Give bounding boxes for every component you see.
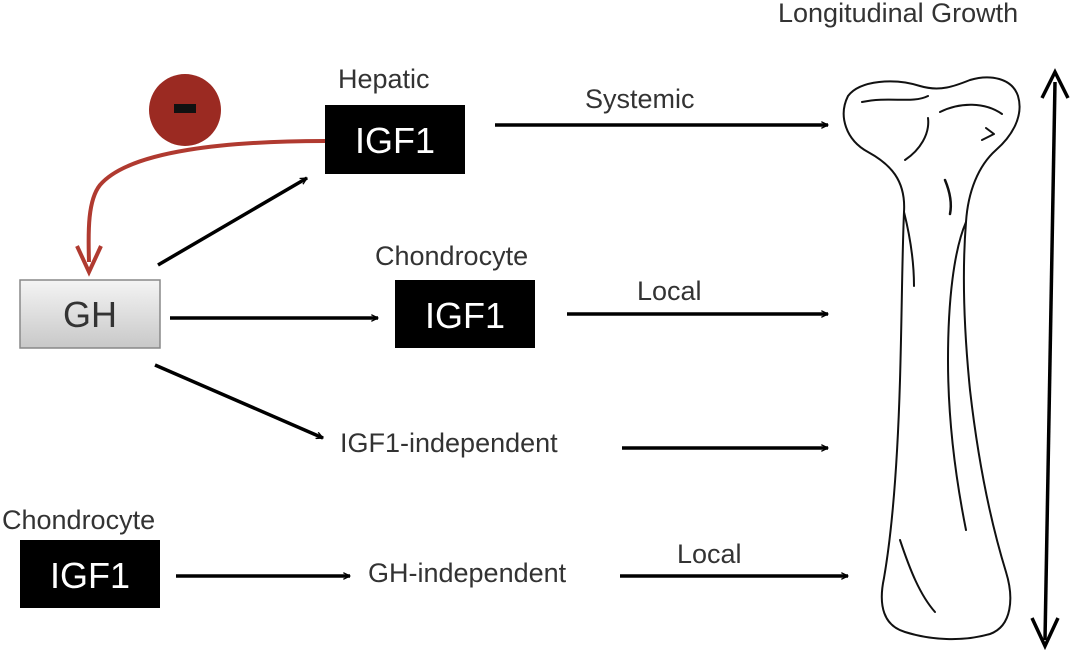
gh-text: GH bbox=[63, 294, 117, 335]
gh-box bbox=[19, 279, 161, 349]
igf1-chondrocyte-text: IGF1 bbox=[425, 295, 505, 336]
gh-to-hepatic-arrow bbox=[157, 176, 307, 267]
local-label-bottom: Local bbox=[677, 539, 742, 569]
systemic-label: Systemic bbox=[585, 84, 695, 114]
longitudinal-growth-label: Longitudinal Growth bbox=[778, 0, 1018, 28]
igf1-hepatic-box bbox=[325, 105, 465, 174]
local-label-top: Local bbox=[637, 276, 702, 306]
igf1-chondrocyte-box bbox=[395, 280, 535, 348]
gh-independent-label: GH-independent bbox=[368, 558, 567, 588]
longitudinal-growth-arrow bbox=[1030, 68, 1070, 650]
igf1-hepatic-text: IGF1 bbox=[355, 120, 435, 161]
igf1-independent-label: IGF1-independent bbox=[340, 428, 558, 458]
chondrocyte-label-top: Chondrocyte bbox=[375, 241, 528, 271]
negative-feedback-icon bbox=[149, 74, 221, 146]
igf1-chondrocyte-bottom-text: IGF1 bbox=[50, 555, 130, 596]
gh-to-igf1-independent-arrow bbox=[154, 363, 323, 440]
feedback-arrow bbox=[75, 139, 326, 277]
chondrocyte-label-bottom: Chondrocyte bbox=[2, 505, 155, 535]
igf1-chondrocyte-bottom-box bbox=[20, 540, 160, 608]
bone-icon bbox=[842, 76, 1021, 641]
hepatic-label: Hepatic bbox=[338, 64, 430, 94]
